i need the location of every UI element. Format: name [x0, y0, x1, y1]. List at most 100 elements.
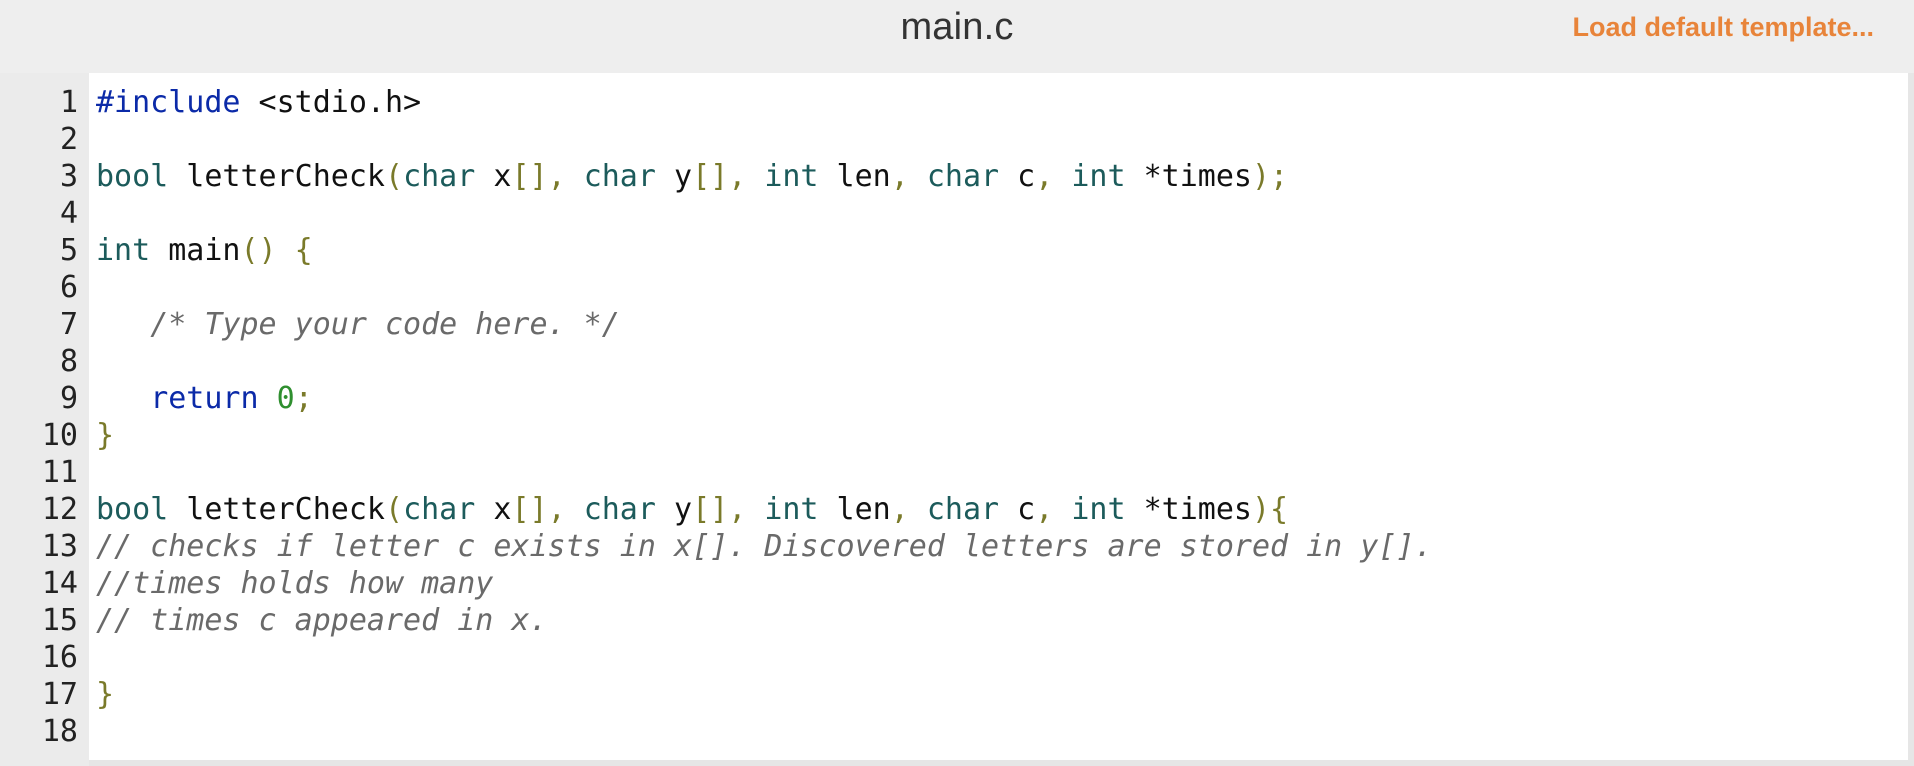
- line-code[interactable]: return 0;: [96, 380, 313, 417]
- line-code[interactable]: // checks if letter c exists in x[]. Dis…: [96, 528, 1433, 565]
- code-token: char: [926, 159, 1000, 194]
- code-token: #include: [96, 85, 241, 120]
- code-token: [259, 381, 277, 416]
- code-token: /* Type your code here. */: [150, 307, 620, 342]
- code-line[interactable]: 18: [0, 713, 1914, 750]
- line-number: 18: [41, 714, 78, 749]
- code-line[interactable]: 10}: [0, 417, 1914, 454]
- line-number: 10: [41, 418, 78, 453]
- code-token: return: [150, 381, 259, 416]
- code-token: int: [1071, 492, 1126, 527]
- line-number: 7: [59, 307, 78, 342]
- code-token: c: [999, 159, 1036, 194]
- code-token: y: [655, 159, 693, 194]
- line-number: 9: [59, 381, 78, 416]
- code-line[interactable]: 16: [0, 639, 1914, 676]
- code-token: *times: [1125, 492, 1252, 527]
- line-code[interactable]: bool letterCheck(char x[], char y[], int…: [96, 491, 1288, 528]
- code-line[interactable]: 11: [0, 454, 1914, 491]
- code-token: x: [475, 159, 512, 194]
- code-token: *times: [1125, 159, 1252, 194]
- code-token: len: [818, 492, 891, 527]
- code-token: letterCheck: [168, 159, 385, 194]
- code-token: x: [475, 492, 512, 527]
- code-token: [96, 307, 150, 342]
- code-token: // times c appeared in x.: [96, 603, 548, 638]
- code-token: ,: [1035, 159, 1072, 194]
- code-line[interactable]: 1 #include <stdio.h>: [0, 84, 1914, 121]
- line-number: 13: [41, 529, 78, 564]
- line-number: 12: [41, 492, 78, 527]
- horizontal-scrollbar[interactable]: [89, 760, 1914, 766]
- line-code[interactable]: }: [96, 676, 114, 713]
- line-code[interactable]: // times c appeared in x.: [96, 602, 548, 639]
- code-token: char: [926, 492, 1000, 527]
- code-token: ,: [1035, 492, 1072, 527]
- code-line[interactable]: 9 return 0;: [0, 380, 1914, 417]
- code-token: c: [999, 492, 1036, 527]
- line-number: 15: [41, 603, 78, 638]
- code-token: ){: [1252, 492, 1289, 527]
- code-token: int: [1071, 159, 1126, 194]
- code-token: (: [385, 159, 404, 194]
- code-line[interactable]: 15 // times c appeared in x.: [0, 602, 1914, 639]
- code-token: }: [96, 677, 115, 712]
- code-line[interactable]: 13 // checks if letter c exists in x[]. D…: [0, 528, 1914, 565]
- code-line[interactable]: 14 //times holds how many: [0, 565, 1914, 602]
- code-token: //times holds how many: [96, 566, 494, 601]
- code-token: bool: [96, 159, 169, 194]
- code-token: ,: [728, 159, 765, 194]
- line-code[interactable]: bool letterCheck(char x[], char y[], int…: [96, 158, 1288, 195]
- code-token: char: [583, 492, 656, 527]
- code-token: <stdio.h>: [240, 85, 422, 120]
- code-line[interactable]: 4: [0, 195, 1914, 232]
- code-token: bool: [96, 492, 169, 527]
- code-token: );: [1252, 159, 1289, 194]
- line-code[interactable]: #include <stdio.h>: [96, 84, 421, 121]
- code-token: int: [764, 492, 819, 527]
- line-code[interactable]: }: [96, 417, 114, 454]
- line-number: 14: [41, 566, 78, 601]
- file-name: main.c: [900, 6, 1014, 48]
- code-token: int: [764, 159, 819, 194]
- code-token: ,: [728, 492, 765, 527]
- line-number: 2: [59, 122, 78, 157]
- code-token: 0: [276, 381, 295, 416]
- line-code[interactable]: /* Type your code here. */: [96, 306, 620, 343]
- line-number: 1: [59, 85, 78, 120]
- code-line[interactable]: 2: [0, 121, 1914, 158]
- file-header: main.c Load default template...: [0, 0, 1914, 73]
- line-code[interactable]: //times holds how many: [96, 565, 493, 602]
- code-token: ,: [547, 492, 584, 527]
- code-token: {: [276, 233, 313, 268]
- line-number: 16: [41, 640, 78, 675]
- code-token: ;: [294, 381, 313, 416]
- code-token: ,: [890, 159, 927, 194]
- code-token: []: [692, 492, 729, 527]
- line-number: 17: [41, 677, 78, 712]
- code-token: len: [818, 159, 891, 194]
- code-line[interactable]: 6: [0, 269, 1914, 306]
- line-number: 6: [59, 270, 78, 305]
- code-token: char: [403, 492, 476, 527]
- code-token: }: [96, 418, 115, 453]
- code-token: (): [240, 233, 277, 268]
- code-line[interactable]: 7 /* Type your code here. */: [0, 306, 1914, 343]
- line-number: 4: [59, 196, 78, 231]
- code-token: (: [385, 492, 404, 527]
- code-token: int: [96, 233, 151, 268]
- code-line[interactable]: 17}: [0, 676, 1914, 713]
- code-token: []: [511, 492, 548, 527]
- code-token: ,: [547, 159, 584, 194]
- line-number: 11: [41, 455, 78, 490]
- load-default-template-link[interactable]: Load default template...: [1572, 12, 1874, 42]
- code-token: char: [583, 159, 656, 194]
- vertical-scrollbar[interactable]: [1908, 73, 1914, 766]
- line-code[interactable]: int main() {: [96, 232, 313, 269]
- code-line[interactable]: 8: [0, 343, 1914, 380]
